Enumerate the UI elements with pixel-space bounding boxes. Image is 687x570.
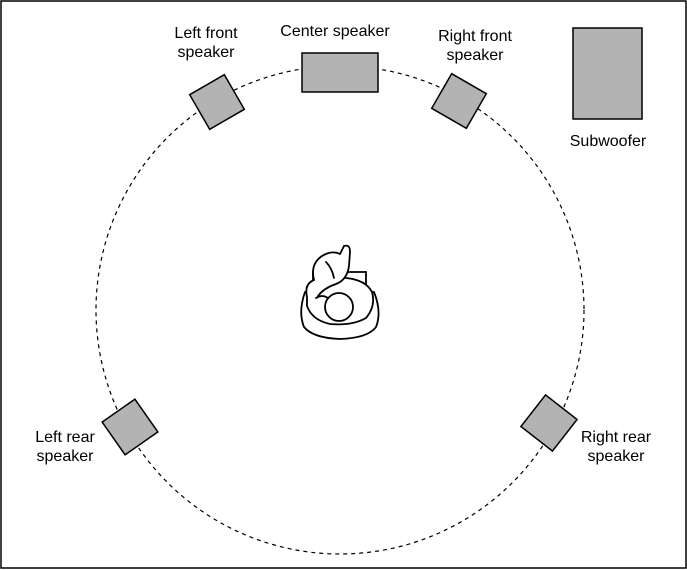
left-rear-label-line1: Left rear: [35, 429, 95, 446]
right-rear-speaker-label: Right rear speaker: [581, 428, 651, 466]
center-speaker-label: Center speaker: [280, 23, 390, 40]
right-front-label-line2: speaker: [446, 47, 504, 64]
right-rear-label-line2: speaker: [587, 448, 645, 465]
left-rear-label-line2: speaker: [36, 448, 94, 465]
listening-circle: [95, 65, 585, 555]
left-rear-speaker-box: [101, 398, 159, 456]
person-seated-top-view-icon: [300, 244, 380, 340]
left-front-label-line1: Left front: [174, 25, 238, 42]
right-front-label-line1: Right front: [438, 28, 512, 45]
left-front-label-line2: speaker: [177, 44, 235, 61]
right-front-speaker-box: [430, 72, 488, 130]
left-rear-speaker-label: Left rear speaker: [35, 428, 95, 466]
left-front-speaker-box: [188, 73, 246, 131]
right-front-speaker-label: Right front speaker: [438, 27, 512, 65]
left-front-speaker-label: Left front speaker: [174, 24, 237, 62]
subwoofer-box: [572, 27, 643, 120]
subwoofer-label: Subwoofer: [569, 133, 647, 150]
right-rear-speaker-box: [519, 393, 579, 453]
right-rear-label-line1: Right rear: [580, 429, 652, 446]
center-speaker-box: [301, 52, 379, 93]
